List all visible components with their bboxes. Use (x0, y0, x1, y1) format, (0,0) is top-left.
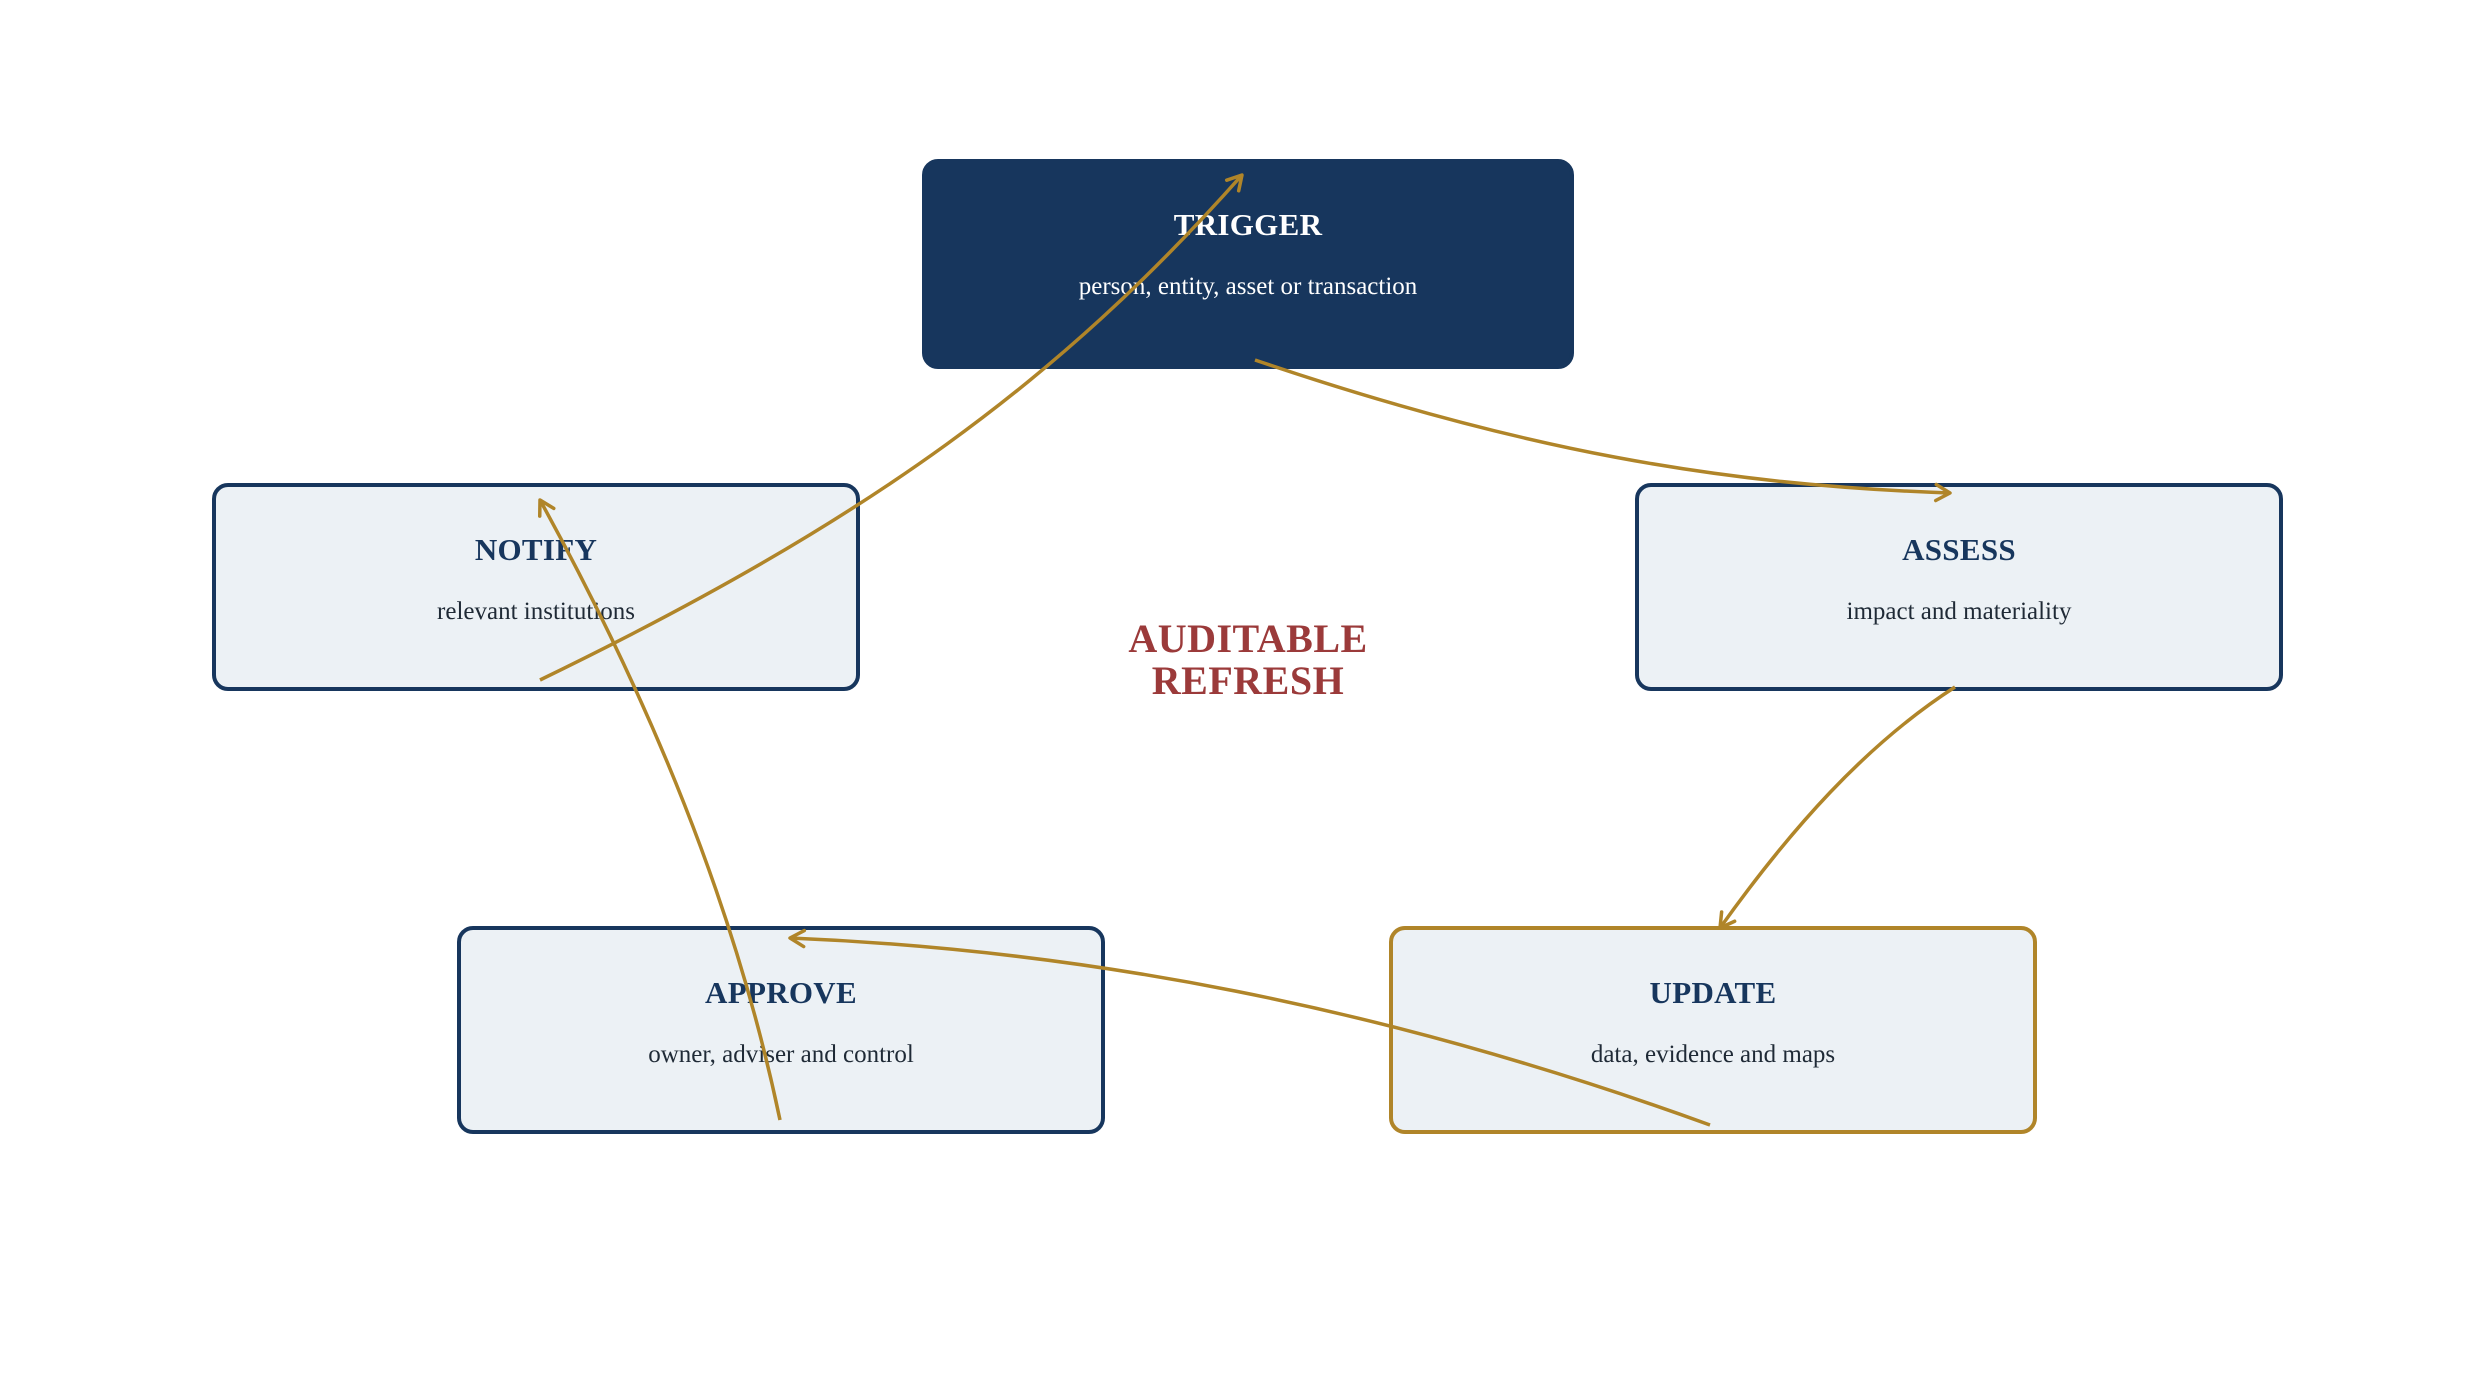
arrow-assess-to-update (1718, 685, 1956, 930)
center-label: AUDITABLE REFRESH (1048, 618, 1448, 702)
node-trigger: TRIGGER person, entity, asset or transac… (922, 159, 1574, 369)
node-trigger-subtitle: person, entity, asset or transaction (1078, 273, 1418, 300)
node-approve-subtitle: owner, adviser and control (648, 1041, 914, 1068)
node-assess: ASSESS impact and materiality (1635, 483, 2283, 691)
center-label-line-2: REFRESH (1151, 658, 1345, 703)
node-approve-title: APPROVE (705, 975, 857, 1010)
node-update-subtitle: data, evidence and maps (1590, 1041, 1836, 1068)
node-assess-title: ASSESS (1902, 532, 2016, 567)
node-notify-title: NOTIFY (474, 532, 598, 567)
node-assess-subtitle: impact and materiality (1846, 598, 2072, 625)
arrow-trigger-to-assess (1254, 358, 1952, 503)
node-update: UPDATE data, evidence and maps (1389, 926, 2037, 1134)
node-notify-subtitle: relevant institutions (437, 598, 635, 625)
node-trigger-title: TRIGGER (1173, 207, 1323, 242)
node-approve: APPROVE owner, adviser and control (457, 926, 1105, 1134)
center-label-line-1: AUDITABLE (1128, 616, 1368, 661)
node-notify: NOTIFY relevant institutions (212, 483, 860, 691)
node-update-title: UPDATE (1649, 975, 1777, 1010)
